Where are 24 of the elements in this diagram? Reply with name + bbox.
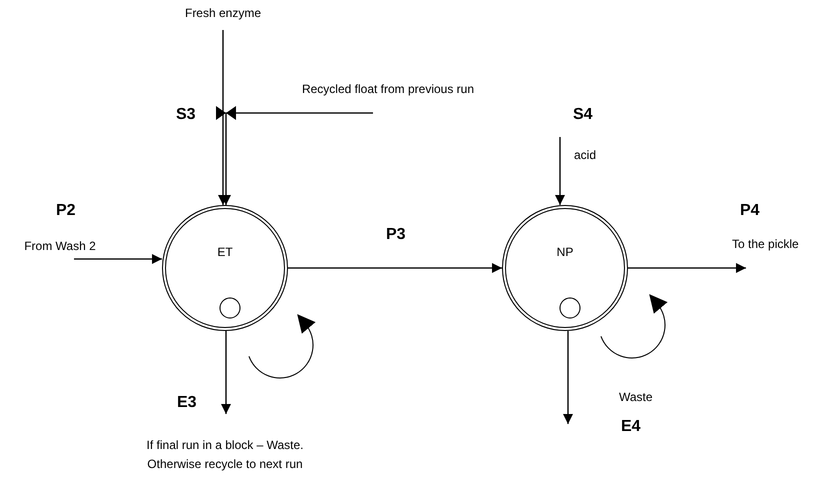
stream-code: S3 [176, 106, 196, 124]
arrow [74, 254, 162, 264]
stream-label: Fresh enzyme [184, 6, 262, 20]
stream-label: From Wash 2 [23, 239, 97, 253]
stream-code: P4 [740, 202, 760, 220]
stream-label: Recycled float from previous run [300, 82, 476, 96]
arrow [563, 331, 573, 424]
stream-code: P3 [386, 226, 406, 244]
edge-label: Waste [619, 390, 653, 404]
stream-label: If final run in a block – Waste. Otherwise recycle to next run [146, 437, 304, 473]
vessel-label: ET [216, 245, 234, 259]
arrow [288, 263, 502, 273]
arrow [221, 331, 231, 414]
arrow [628, 263, 746, 273]
stream-code: E3 [177, 394, 197, 412]
arrow [555, 137, 565, 205]
vessel-circle [162, 205, 288, 331]
stream-code: E4 [621, 418, 641, 436]
edge-label: acid [574, 148, 596, 162]
stream-code: S4 [573, 106, 593, 124]
vessel-circle [502, 205, 628, 331]
stream-code: P2 [56, 202, 76, 220]
vessel-label: NP [556, 245, 574, 259]
edge-label: To the pickle [732, 237, 799, 251]
